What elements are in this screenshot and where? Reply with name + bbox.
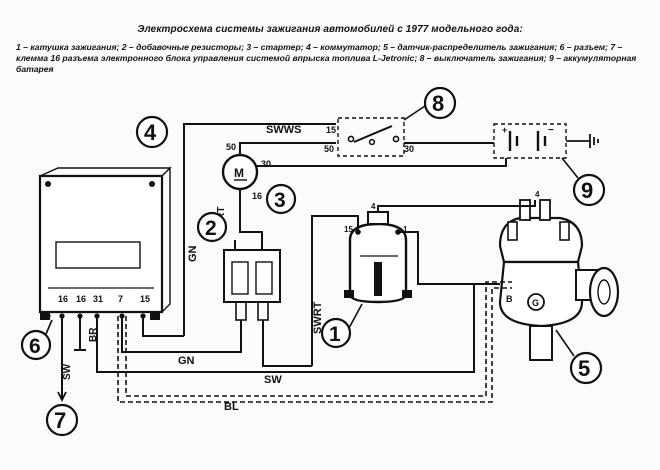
- distributor-terminal-g: G: [532, 298, 539, 308]
- starter-motor-label: M: [234, 166, 244, 180]
- commutator: 16 16 31 7 15: [38, 166, 172, 320]
- switch-terminal-15: 15: [326, 125, 336, 135]
- switch-terminal-30: 30: [404, 144, 414, 154]
- starter: M 50 30 16: [221, 142, 271, 201]
- wire-label-gn-bottom: GN: [178, 355, 195, 367]
- wire-label-sw-left: SW: [62, 363, 73, 380]
- callout-5: 5: [578, 356, 590, 381]
- callout-2: 2: [205, 217, 217, 240]
- connector-pins: [45, 313, 146, 319]
- callout-3: 3: [274, 189, 286, 212]
- commutator-terminal-7: 7: [118, 294, 123, 304]
- wire-label-bl: BL: [224, 401, 239, 413]
- wire-labels: SWWS SWRT SWRT GN GN SW SW BR BL: [62, 124, 324, 413]
- callout-7: 7: [54, 408, 66, 433]
- commutator-terminal-16b: 16: [76, 294, 86, 304]
- diagram-title: Электросхема системы зажигания автомобил…: [137, 24, 523, 35]
- distributor: G B 4: [498, 190, 620, 361]
- starter-terminal-16: 16: [252, 191, 262, 201]
- callouts: 4 2 3 8 9 1 5 6 7: [20, 86, 606, 437]
- commutator-terminal-31: 31: [93, 294, 103, 304]
- ballast-resistors: [223, 240, 281, 321]
- commutator-terminal-16: 16: [58, 294, 68, 304]
- callout-6: 6: [29, 335, 41, 358]
- distributor-terminal-4: 4: [535, 190, 540, 199]
- coil-terminal-1: 1: [403, 225, 408, 234]
- callout-8: 8: [432, 91, 444, 116]
- wire-label-swrt-coil: SWRT: [312, 301, 324, 334]
- starter-terminal-30: 30: [261, 159, 271, 169]
- battery-minus: −: [548, 125, 554, 136]
- ignition-coil: 15 1 4: [344, 202, 412, 304]
- callout-9: 9: [581, 178, 593, 203]
- callout-4: 4: [144, 120, 157, 145]
- battery: + −: [493, 123, 599, 159]
- coil-terminal-15: 15: [344, 225, 353, 234]
- ignition-switch: 15 50 30: [324, 117, 414, 157]
- distributor-terminal-b: B: [506, 294, 513, 304]
- switch-terminal-50: 50: [324, 144, 334, 154]
- callout-1: 1: [329, 323, 341, 346]
- diagram-legend: 1 – катушка зажигания; 2 – добавочные ре…: [16, 42, 637, 74]
- wire-label-br: BR: [88, 327, 99, 342]
- wire-label-sw-bottom: SW: [264, 374, 282, 386]
- battery-plus: +: [502, 125, 507, 135]
- commutator-terminal-15: 15: [140, 294, 150, 304]
- starter-terminal-50: 50: [226, 142, 236, 152]
- coil-terminal-4: 4: [371, 202, 376, 211]
- wire-label-gn-vertical: GN: [187, 245, 199, 262]
- wires: [57, 123, 536, 403]
- wire-label-swws: SWWS: [266, 124, 301, 136]
